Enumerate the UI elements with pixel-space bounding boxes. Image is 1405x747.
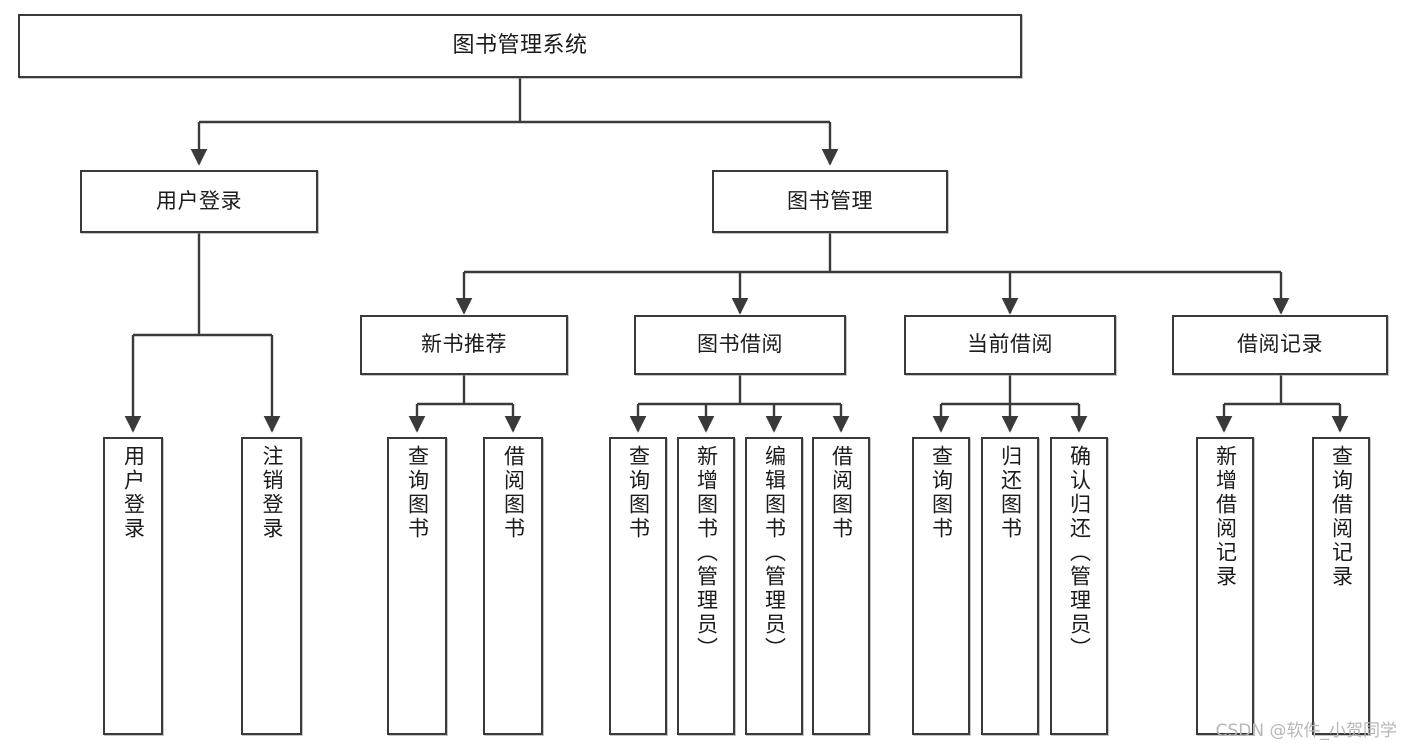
node-label: 借阅记录 (1237, 332, 1323, 357)
node-root-system[interactable]: 图书管理系统 (18, 14, 1022, 78)
leaf-user-login[interactable]: 用户登录 (103, 437, 163, 735)
node-borrow-record[interactable]: 借阅记录 (1172, 315, 1388, 375)
node-label: 用户登录 (121, 445, 146, 541)
node-label: 编辑图书（管理员） (762, 445, 787, 661)
leaf-borrow-book[interactable]: 借阅图书 (812, 437, 870, 735)
leaf-return-book[interactable]: 归还图书 (981, 437, 1039, 735)
leaf-add-book[interactable]: 新增图书（管理员） (677, 437, 735, 735)
node-label: 查询图书 (929, 445, 954, 541)
node-label: 新增图书（管理员） (694, 445, 719, 661)
node-label: 新增借阅记录 (1213, 445, 1238, 589)
leaf-query-borrow-record[interactable]: 查询借阅记录 (1312, 437, 1370, 735)
node-label: 查询借阅记录 (1329, 445, 1354, 589)
node-new-book-recommend[interactable]: 新书推荐 (360, 315, 568, 375)
node-label: 查询图书 (626, 445, 651, 541)
node-label: 注销登录 (260, 445, 284, 541)
leaf-edit-book[interactable]: 编辑图书（管理员） (745, 437, 803, 735)
node-label: 图书管理 (787, 188, 873, 213)
csdn-watermark: CSDN @软件_小贺同学 (1215, 721, 1397, 741)
leaf-confirm-return[interactable]: 确认归还（管理员） (1050, 437, 1108, 735)
leaf-logout-login[interactable]: 注销登录 (241, 437, 302, 735)
node-label: 图书管理系统 (452, 32, 588, 58)
node-label: 新书推荐 (421, 332, 507, 357)
leaf-query-book-recommend[interactable]: 查询图书 (387, 437, 447, 735)
node-label: 借阅图书 (501, 445, 526, 541)
node-label: 用户登录 (156, 188, 242, 213)
node-book-borrow[interactable]: 图书借阅 (634, 315, 846, 375)
node-label: 借阅图书 (829, 445, 854, 541)
leaf-borrow-book-recommend[interactable]: 借阅图书 (483, 437, 543, 735)
node-label: 确认归还（管理员） (1067, 445, 1092, 661)
leaf-query-book-borrow[interactable]: 查询图书 (609, 437, 667, 735)
node-book-manage[interactable]: 图书管理 (712, 170, 948, 233)
node-user-login[interactable]: 用户登录 (80, 170, 318, 233)
node-label: 查询图书 (405, 445, 430, 541)
node-label: 当前借阅 (967, 332, 1053, 357)
node-label: 图书借阅 (697, 332, 783, 357)
leaf-add-borrow-record[interactable]: 新增借阅记录 (1196, 437, 1254, 735)
leaf-query-book-current[interactable]: 查询图书 (912, 437, 970, 735)
node-label: 归还图书 (998, 445, 1023, 541)
node-current-borrow[interactable]: 当前借阅 (904, 315, 1116, 375)
